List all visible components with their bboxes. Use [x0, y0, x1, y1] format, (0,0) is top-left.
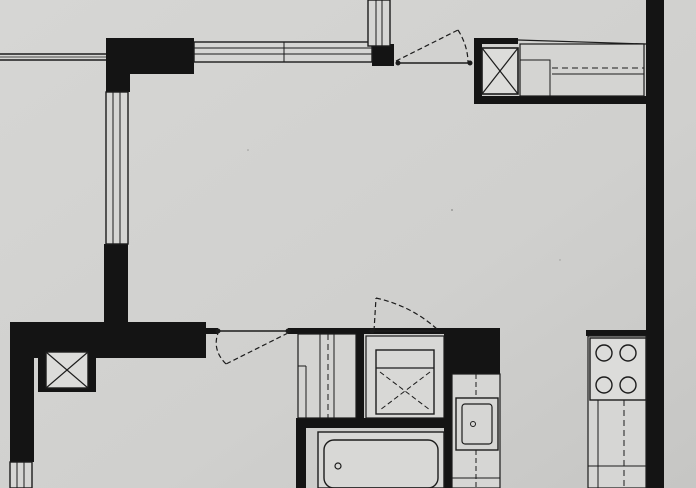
wall-bath-mid	[296, 418, 452, 428]
cooktop	[589, 337, 647, 401]
door-lower-center	[369, 297, 440, 334]
door-top	[395, 29, 473, 66]
wall-column-top-left	[106, 38, 194, 74]
wall-closet-top-left	[474, 38, 482, 104]
closet-shelving	[519, 43, 645, 97]
mechanical-shaft-upper-right	[481, 47, 519, 95]
wall-bath-left	[296, 428, 306, 488]
window-bottom-left	[9, 461, 33, 488]
washer-dryer	[365, 335, 445, 419]
wall-pier-top	[372, 44, 394, 66]
wall-bath-divider	[356, 330, 364, 426]
wall-left-lower	[10, 358, 34, 462]
window-top-left	[0, 53, 106, 61]
window-left-vertical	[105, 91, 129, 245]
window-top-center	[193, 41, 373, 63]
door-lower-left	[215, 328, 291, 365]
wall-bath-right	[444, 374, 452, 488]
bathtub	[317, 431, 445, 488]
wall-column-top-left-stub	[106, 74, 130, 92]
window-top-riser	[367, 0, 391, 47]
wall-closet-top-top	[474, 38, 518, 44]
wall-closet-top-bottom	[474, 96, 646, 104]
bath-closet	[297, 333, 357, 419]
wall-bath-right-block	[444, 330, 500, 374]
walls	[10, 0, 664, 488]
paper-specks	[247, 149, 561, 261]
wall-left-vertical-lower	[104, 244, 128, 330]
bathroom-sink	[451, 373, 501, 488]
windows	[0, 0, 647, 488]
wall-right-exterior	[646, 0, 664, 488]
wall-kitchen-top	[586, 330, 646, 336]
doors	[215, 29, 473, 365]
wall-horizontal-mid-thin	[206, 328, 218, 334]
fixtures	[38, 43, 647, 488]
mechanical-shaft-lower-left	[38, 346, 96, 392]
